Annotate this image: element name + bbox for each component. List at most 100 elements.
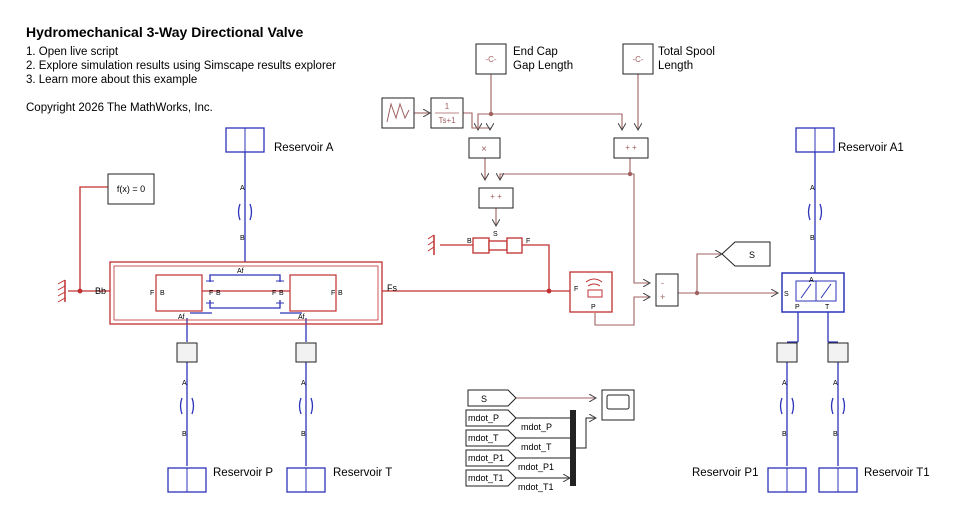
transfer-function-block[interactable]: 1 Ts+1 bbox=[430, 97, 464, 129]
port-af-top: Af bbox=[237, 268, 244, 275]
sum-minus: - bbox=[661, 278, 664, 288]
port-b-right: B bbox=[338, 290, 343, 297]
end-cap-gap-constant[interactable]: -C- bbox=[475, 43, 507, 75]
port-fs: Fs bbox=[387, 283, 397, 293]
reservoir-a1[interactable] bbox=[795, 127, 835, 153]
valve-s-port: S bbox=[784, 291, 789, 298]
end-cap-label-line1: End Cap bbox=[513, 46, 558, 58]
from-mdot-p-block[interactable]: mdot_P bbox=[465, 409, 517, 427]
spool-sum-block[interactable]: + + bbox=[613, 137, 649, 159]
solver-label: f(x) = 0 bbox=[117, 184, 145, 194]
svg-text:A: A bbox=[240, 185, 245, 192]
svg-text:B: B bbox=[810, 235, 815, 242]
scope-block[interactable] bbox=[601, 389, 635, 421]
actuator-s-port: S bbox=[493, 231, 498, 238]
reservoir-p[interactable] bbox=[167, 467, 207, 493]
port-f-mid1: F bbox=[209, 290, 213, 297]
from-tag-mdot-p: mdot_P bbox=[468, 413, 499, 423]
mux-block[interactable] bbox=[570, 410, 576, 486]
reservoir-t1-label: Reservoir T1 bbox=[864, 467, 930, 479]
reservoir-p-label: Reservoir P bbox=[213, 467, 273, 479]
port-f-left: F bbox=[150, 290, 154, 297]
signal-lines bbox=[414, 74, 778, 326]
constant-glyph: -C- bbox=[485, 55, 496, 64]
flow-sensor-t1[interactable] bbox=[827, 342, 849, 363]
port-bb: Bb bbox=[95, 286, 106, 296]
signal-label-mdot-p: mdot_P bbox=[521, 422, 552, 432]
signal-label-mdot-p1: mdot_P1 bbox=[518, 462, 554, 472]
hydraulic-lines bbox=[186, 152, 839, 466]
motion-sensor-block[interactable]: F P bbox=[569, 271, 613, 313]
signal-junctions bbox=[488, 111, 700, 296]
reservoir-t[interactable] bbox=[286, 467, 326, 493]
gap-sum-block[interactable]: + + bbox=[478, 187, 514, 209]
sum-glyph: + + bbox=[625, 143, 637, 152]
position-sum-block[interactable]: - + bbox=[655, 273, 679, 307]
product-block[interactable]: × bbox=[468, 137, 501, 159]
reservoir-t1[interactable] bbox=[818, 467, 858, 493]
open-live-script-link[interactable]: 1. Open live script bbox=[26, 46, 119, 58]
svg-text:A: A bbox=[782, 380, 787, 387]
flow-sensor-t[interactable] bbox=[295, 342, 317, 363]
ideal-translational-motion-source[interactable]: B F S bbox=[467, 231, 530, 254]
three-way-directional-valve[interactable]: A P T S bbox=[781, 272, 845, 313]
svg-text:A: A bbox=[810, 185, 815, 192]
from-tag: S bbox=[481, 394, 487, 404]
scope-lines bbox=[516, 398, 596, 478]
mechanical-lines bbox=[68, 186, 570, 294]
spool-label-line1: Total Spool bbox=[658, 46, 715, 58]
mechanical-reference-left[interactable] bbox=[57, 279, 66, 303]
from-tag-mdot-t: mdot_T bbox=[468, 433, 499, 443]
pipe-markings: A B A B A B A B A B A B bbox=[179, 185, 846, 438]
sensor-p-port: P bbox=[591, 304, 596, 311]
port-af-left: Af bbox=[178, 314, 185, 321]
from-tag-mdot-p1: mdot_P1 bbox=[468, 453, 504, 463]
learn-more-link[interactable]: 3. Learn more about this example bbox=[26, 74, 198, 86]
from-mdot-t1-block[interactable]: mdot_T1 bbox=[465, 469, 517, 487]
actuator-b-port: B bbox=[467, 238, 472, 245]
svg-text:B: B bbox=[301, 431, 306, 438]
signal-label-mdot-t1: mdot_T1 bbox=[518, 482, 554, 492]
end-cap-label-line2: Gap Length bbox=[513, 60, 573, 72]
svg-text:A: A bbox=[182, 380, 187, 387]
tf-denominator: Ts+1 bbox=[438, 116, 456, 125]
svg-text:B: B bbox=[182, 431, 187, 438]
port-b-mid2: B bbox=[279, 290, 284, 297]
total-spool-length-constant[interactable]: -C- bbox=[622, 43, 654, 75]
reservoir-p1[interactable] bbox=[767, 467, 807, 493]
product-glyph: × bbox=[481, 144, 487, 155]
svg-text:A: A bbox=[833, 380, 838, 387]
svg-text:B: B bbox=[240, 235, 245, 242]
from-tag-mdot-t1: mdot_T1 bbox=[468, 473, 504, 483]
svg-text:B: B bbox=[833, 431, 838, 438]
solver-configuration-block[interactable]: f(x) = 0 bbox=[107, 173, 155, 205]
valve-p-port: P bbox=[795, 304, 800, 311]
signal-source-block[interactable] bbox=[381, 97, 415, 129]
explore-results-link[interactable]: 2. Explore simulation results using Sims… bbox=[26, 60, 336, 72]
sum-glyph: + + bbox=[490, 192, 502, 201]
flow-sensor-p1[interactable] bbox=[776, 342, 798, 363]
mechanical-reference-actuator[interactable] bbox=[427, 234, 435, 255]
reservoir-p1-label: Reservoir P1 bbox=[692, 467, 758, 479]
svg-text:A: A bbox=[301, 380, 306, 387]
actuator-f-port: F bbox=[526, 238, 530, 245]
copyright-notice: Copyright 2026 The MathWorks, Inc. bbox=[26, 102, 213, 114]
reservoir-t-label: Reservoir T bbox=[333, 467, 392, 479]
spool-subsystem[interactable]: Bb Af Af Af F B F B F B F B Fs bbox=[95, 261, 397, 325]
port-b-left: B bbox=[160, 290, 165, 297]
signal-label-mdot-t: mdot_T bbox=[521, 442, 552, 452]
reservoir-a[interactable] bbox=[225, 127, 265, 153]
spool-label-line2: Length bbox=[658, 60, 693, 72]
from-mdot-p1-block[interactable]: mdot_P1 bbox=[465, 449, 517, 467]
sum-plus: + bbox=[660, 292, 665, 302]
flow-sensor-p[interactable] bbox=[176, 342, 198, 363]
port-f-mid2: F bbox=[272, 290, 276, 297]
port-f-right: F bbox=[331, 290, 335, 297]
goto-s-block[interactable]: S bbox=[721, 241, 771, 267]
from-mdot-t-block[interactable]: mdot_T bbox=[465, 429, 517, 447]
port-b-mid1: B bbox=[216, 290, 221, 297]
valve-a-port: A bbox=[809, 277, 814, 284]
from-s-block[interactable]: S bbox=[467, 389, 517, 407]
tf-numerator: 1 bbox=[445, 102, 450, 111]
